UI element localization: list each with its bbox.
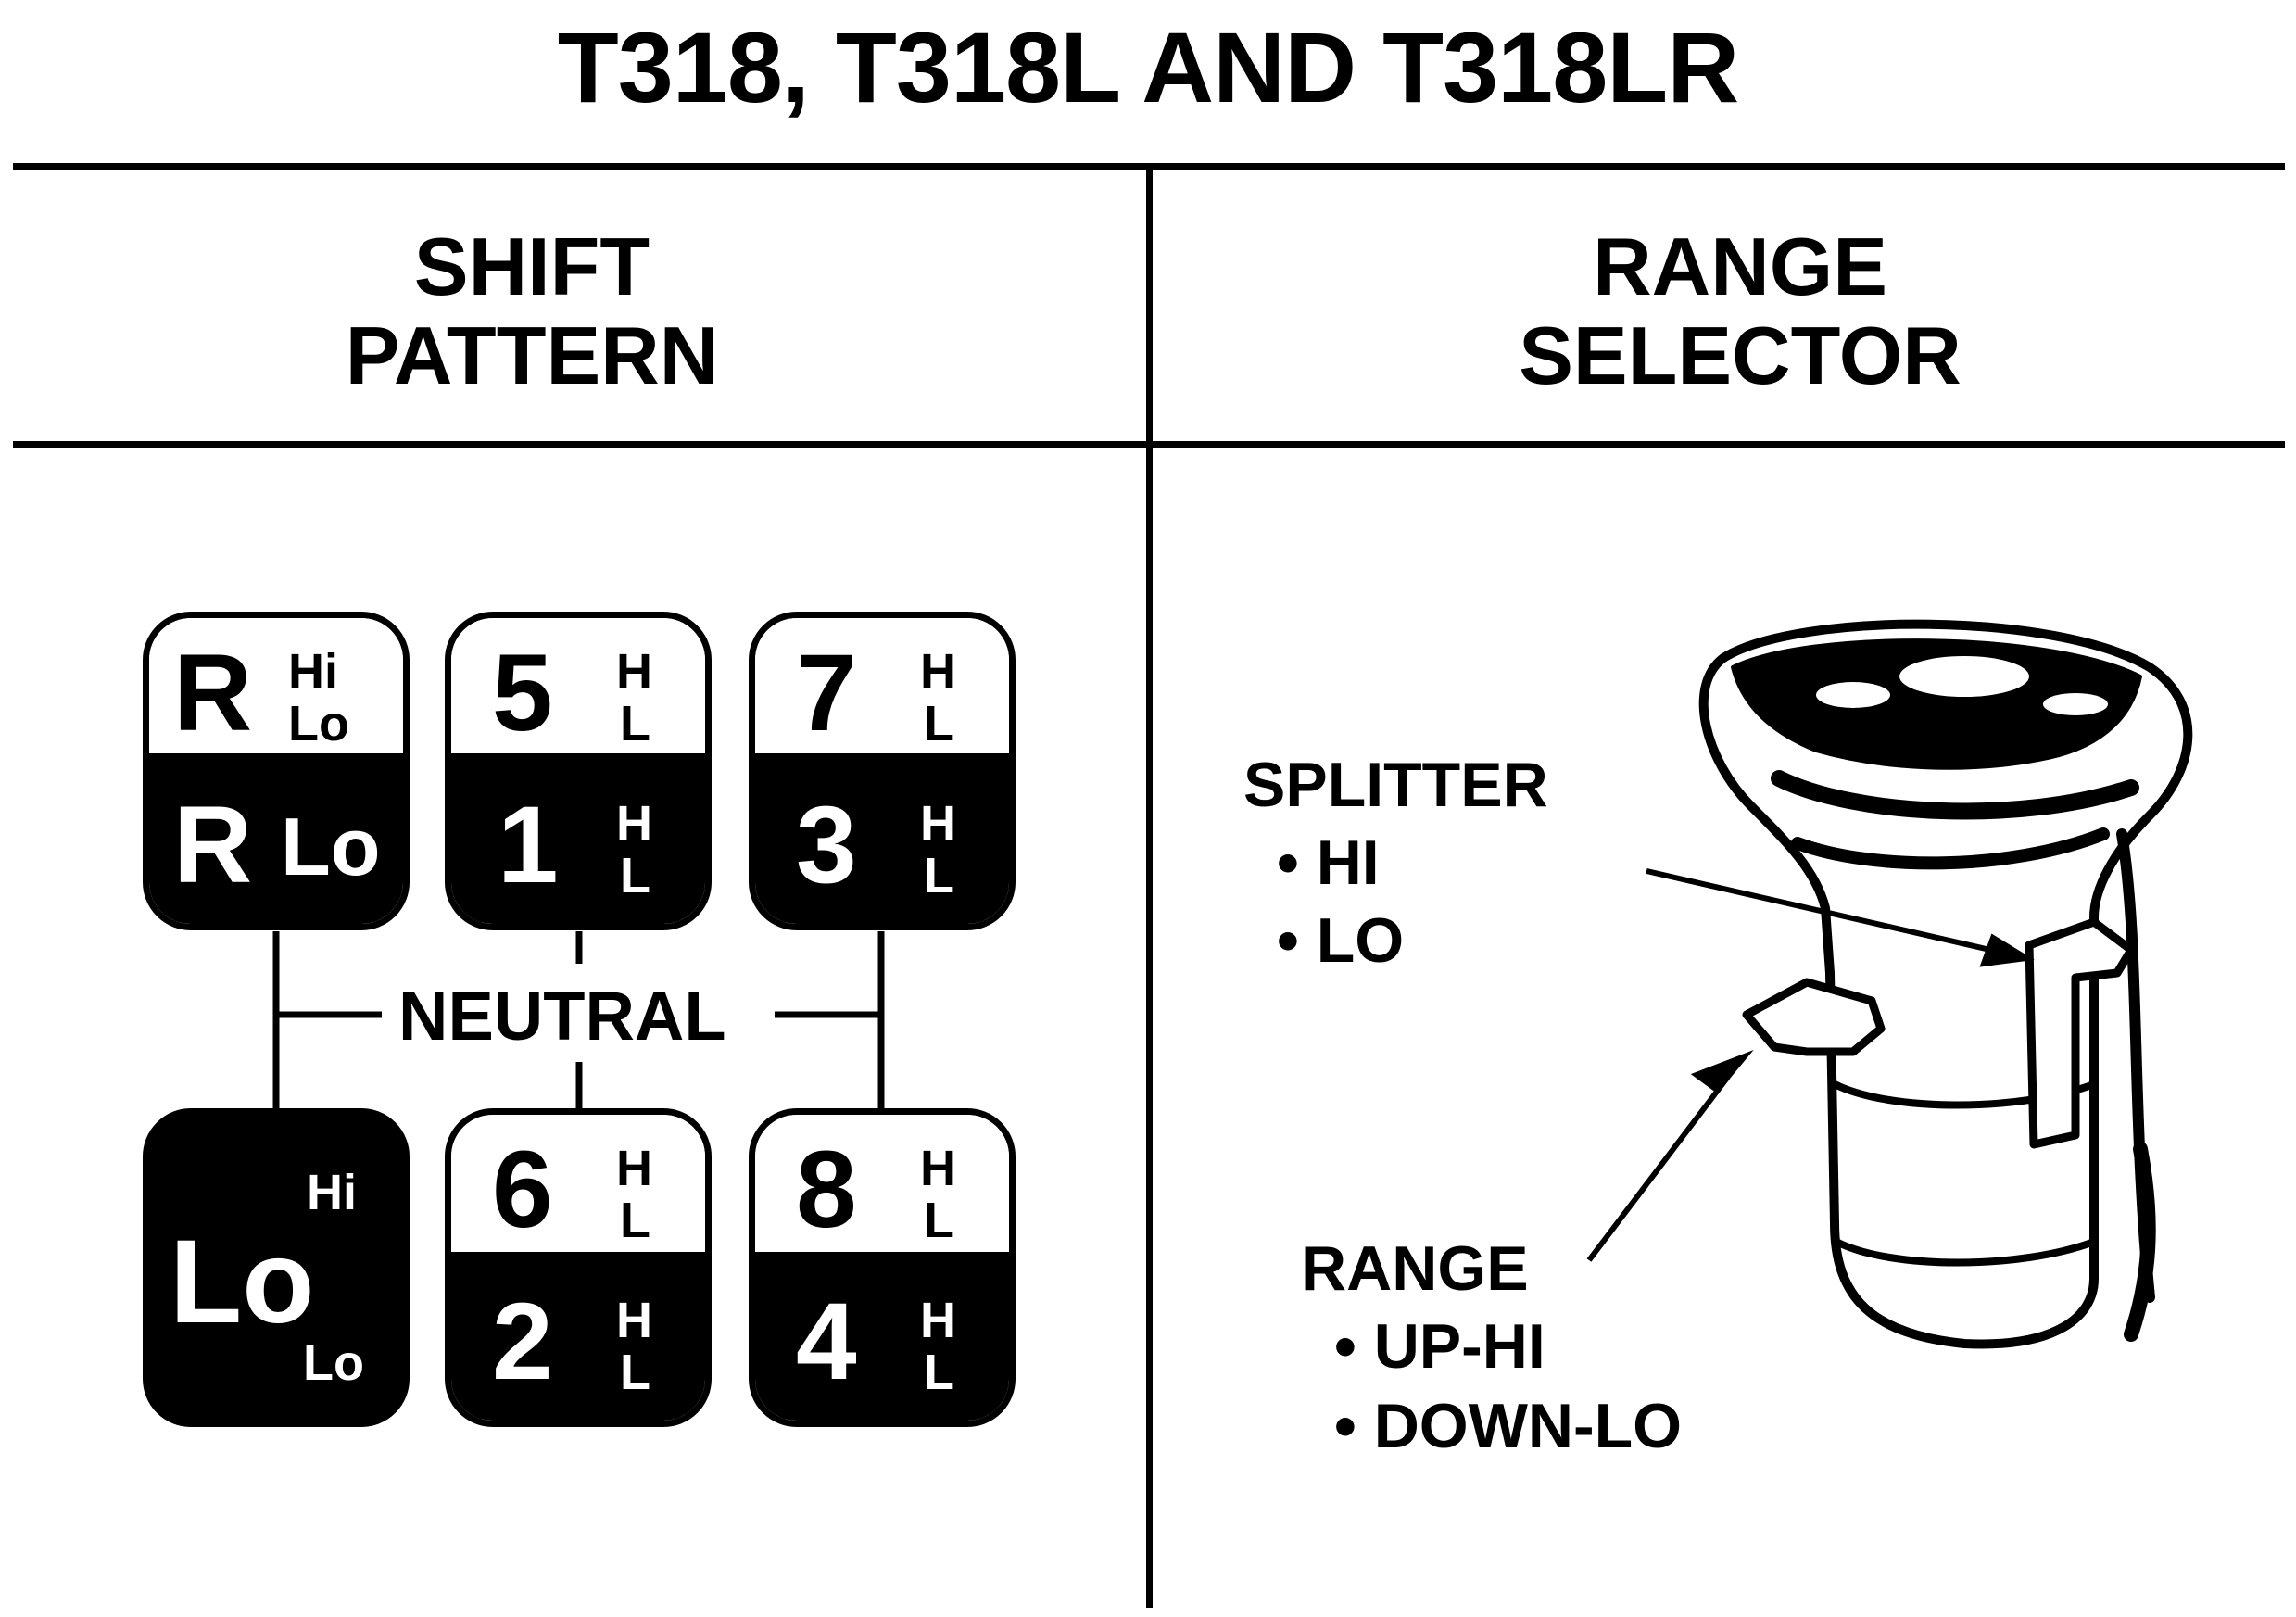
gear-8-label: 8 <box>796 1129 857 1251</box>
shift-gate-lines <box>272 931 885 1108</box>
gear-2-h: H <box>616 1293 652 1348</box>
gear-box-7-3: 7 H L 3 H L <box>749 612 1016 930</box>
range-selector-header-line1: RANGE <box>1593 221 1887 312</box>
splitter-lo-option: • LO <box>1277 905 1405 976</box>
gear-box-low: Hi Lo Lo <box>143 1108 410 1427</box>
splitter-arrow <box>1646 868 2003 955</box>
gear-8-l: L <box>924 1193 954 1248</box>
range-arrow <box>1586 1075 1731 1262</box>
gear-4-h: H <box>920 1293 956 1348</box>
column-divider <box>1146 167 1153 1608</box>
shift-knob-icon <box>1698 619 2193 1349</box>
gear-r-lo-label: R <box>173 784 253 906</box>
range-down-lo-option: • DOWN-LO <box>1334 1391 1683 1461</box>
low-hi-label: Hi <box>307 1165 357 1220</box>
gear-box-5-1: 5 H L 1 H L <box>445 612 712 930</box>
reverse-lo-label: Lo <box>281 801 381 892</box>
range-selector-header: RANGE SELECTOR <box>1277 222 2203 400</box>
gear-4-l: L <box>924 1345 954 1400</box>
gear-6-label: 6 <box>492 1129 553 1251</box>
range-selector-header-line2: SELECTOR <box>1519 310 1962 401</box>
gear-1-label: 1 <box>498 784 559 906</box>
neutral-label: NEUTRAL <box>398 978 726 1055</box>
splitter-arrowhead <box>1979 933 2035 967</box>
gear-3-h: H <box>920 796 956 852</box>
low-gear-label: Lo <box>170 1216 315 1348</box>
gear-1-l: L <box>620 848 650 903</box>
gear-box-reverse: R Hi Lo R Lo <box>143 612 410 930</box>
splitter-label: SPLITTER <box>1243 750 1548 820</box>
splitter-hi-option: • HI <box>1277 827 1380 898</box>
gear-8-h: H <box>920 1141 956 1196</box>
gear-2-l: L <box>620 1345 650 1400</box>
top-rule <box>13 163 2285 170</box>
gear-3-l: L <box>924 848 954 903</box>
gear-box-8-4: 8 H L 4 H L <box>749 1108 1016 1427</box>
gear-3-label: 3 <box>796 784 857 906</box>
gear-6-l: L <box>620 1193 650 1248</box>
range-label: RANGE <box>1301 1233 1529 1304</box>
range-lo-label: Lo <box>288 696 349 752</box>
low-lo-label: Lo <box>303 1335 364 1391</box>
gear-5-l: L <box>620 696 650 752</box>
gear-1-h: H <box>616 796 652 852</box>
gear-7-l: L <box>924 696 954 752</box>
callout-arrows <box>1586 868 2035 1262</box>
shift-pattern-header-line2: PATTERN <box>345 310 719 401</box>
shift-pattern-header: SHIFT PATTERN <box>69 222 995 400</box>
range-up-hi-option: • UP-HI <box>1334 1311 1545 1382</box>
shift-pattern-header-line1: SHIFT <box>413 221 650 312</box>
gear-r-hi-label: R <box>173 632 253 754</box>
page-title: T318, T318L AND T318LR <box>557 11 1739 123</box>
gear-5-h: H <box>616 644 652 700</box>
range-hi-label: Hi <box>288 644 338 700</box>
gear-5-label: 5 <box>492 632 553 754</box>
gear-7-label: 7 <box>796 632 857 754</box>
gear-4-label: 4 <box>796 1281 857 1403</box>
gear-6-h: H <box>616 1141 652 1196</box>
gear-2-label: 2 <box>492 1281 553 1403</box>
gear-7-h: H <box>920 644 956 700</box>
gear-box-6-2: 6 H L 2 H L <box>445 1108 712 1427</box>
range-arrowhead <box>1690 1050 1754 1094</box>
